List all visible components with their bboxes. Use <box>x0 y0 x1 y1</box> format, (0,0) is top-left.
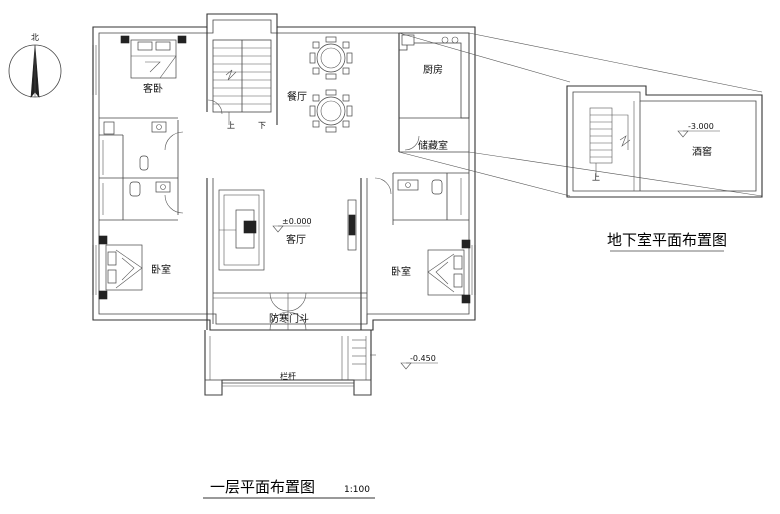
elevation-basement-text: -3.000 <box>688 122 714 131</box>
basement-plan: 上 -3.000 酒窖 <box>566 85 763 198</box>
plan-scale-text: 1:100 <box>344 485 370 495</box>
staircase: 上 下 <box>212 39 272 130</box>
elevation-exterior: -0.450 <box>400 354 438 370</box>
storage-label: 储藏室 <box>418 139 448 152</box>
elevation-living: ±0.000 <box>272 217 312 233</box>
ground-floor-walls <box>92 13 476 331</box>
bedroom-right-label: 卧室 <box>391 265 411 278</box>
railing-label: 栏杆 <box>280 371 296 381</box>
dining-label: 餐厅 <box>287 90 307 103</box>
living-label: 客厅 <box>286 233 306 246</box>
sofa-set <box>218 189 265 271</box>
room-labels: 客卧 餐厅 厨房 储藏室 客厅 卧室 卧室 防寒门斗 栏杆 <box>143 63 448 381</box>
guest-bedroom-label: 客卧 <box>143 82 163 95</box>
right-bathrooms <box>397 178 462 215</box>
plan-title: 一层平面布置图 1:100 <box>203 478 375 499</box>
north-arrow: 北 <box>8 33 62 98</box>
basement-title: 地下室平面布置图 <box>607 231 727 252</box>
guest-bed <box>120 35 187 79</box>
stair-down-label: 下 <box>258 121 266 130</box>
tv-unit <box>347 199 357 251</box>
vestibule-label: 防寒门斗 <box>269 312 309 325</box>
basement-title-text: 地下室平面布置图 <box>607 231 727 249</box>
porch <box>204 330 376 396</box>
plan-title-text: 一层平面布置图 <box>210 478 315 496</box>
basement-stair-up-label: 上 <box>592 173 600 182</box>
right-bedroom-bed <box>427 239 471 304</box>
elevation-exterior-text: -0.450 <box>410 354 436 363</box>
basement-callout-lines <box>398 32 763 197</box>
north-label: 北 <box>31 33 39 42</box>
elevation-living-text: ±0.000 <box>282 217 312 226</box>
bedroom-left-label: 卧室 <box>151 263 171 276</box>
kitchen-label: 厨房 <box>423 63 443 76</box>
left-bedroom-bed <box>98 235 143 300</box>
kitchen-counter <box>399 32 470 119</box>
wine-cellar-label: 酒窖 <box>692 145 712 158</box>
stair-up-label: 上 <box>227 121 235 130</box>
door-swings <box>164 99 420 331</box>
left-bathrooms <box>102 121 171 215</box>
dining-tables <box>309 36 353 133</box>
